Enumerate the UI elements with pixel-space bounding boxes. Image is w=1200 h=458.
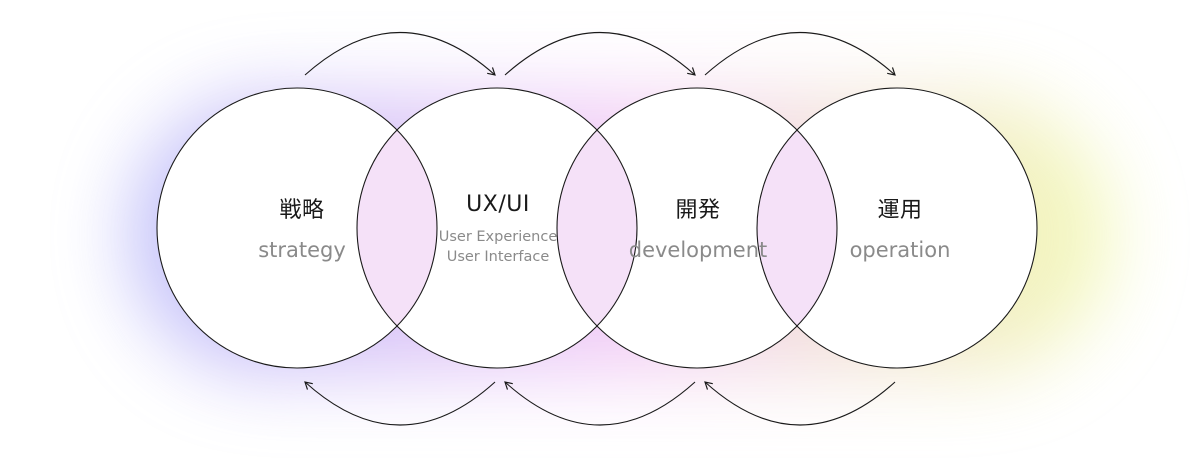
stage-subtitle-line: User Experience	[438, 229, 558, 245]
stage-development: 開発 development	[598, 192, 798, 262]
stage-ux-ui: UX/UI User Experience User Interface	[398, 192, 598, 267]
stage-title: 戦略	[279, 198, 325, 223]
stage-title: 開発	[675, 198, 721, 223]
return-arrow-bottom	[704, 381, 896, 426]
stage-circle-outline	[356, 87, 638, 369]
return-arrow-bottom	[304, 381, 496, 426]
stage-circle-outline	[556, 87, 838, 369]
stage-circle-fill	[157, 88, 437, 368]
forward-arrow-top	[704, 31, 896, 76]
stage-circle-outline	[156, 87, 438, 369]
forward-arrow-top	[504, 31, 696, 76]
forward-arrow-top	[304, 31, 496, 76]
stage-title: 運用	[877, 198, 923, 223]
stage-subtitle-line: User Interface	[446, 249, 550, 265]
stage-circle-fill	[357, 88, 637, 368]
stage-circle-outline	[756, 87, 1038, 369]
stage-subtitle: development	[628, 238, 768, 262]
stage-operation: 運用 operation	[800, 192, 1000, 262]
stage-circle-fill	[557, 88, 837, 368]
return-arrow-bottom	[504, 381, 696, 426]
stage-subtitle: strategy	[258, 238, 346, 262]
stage-title: UX/UI	[466, 192, 530, 217]
stage-subtitle: operation	[849, 238, 951, 262]
stage-strategy: 戦略 strategy	[202, 192, 402, 262]
stage-circle-fill	[757, 88, 1037, 368]
